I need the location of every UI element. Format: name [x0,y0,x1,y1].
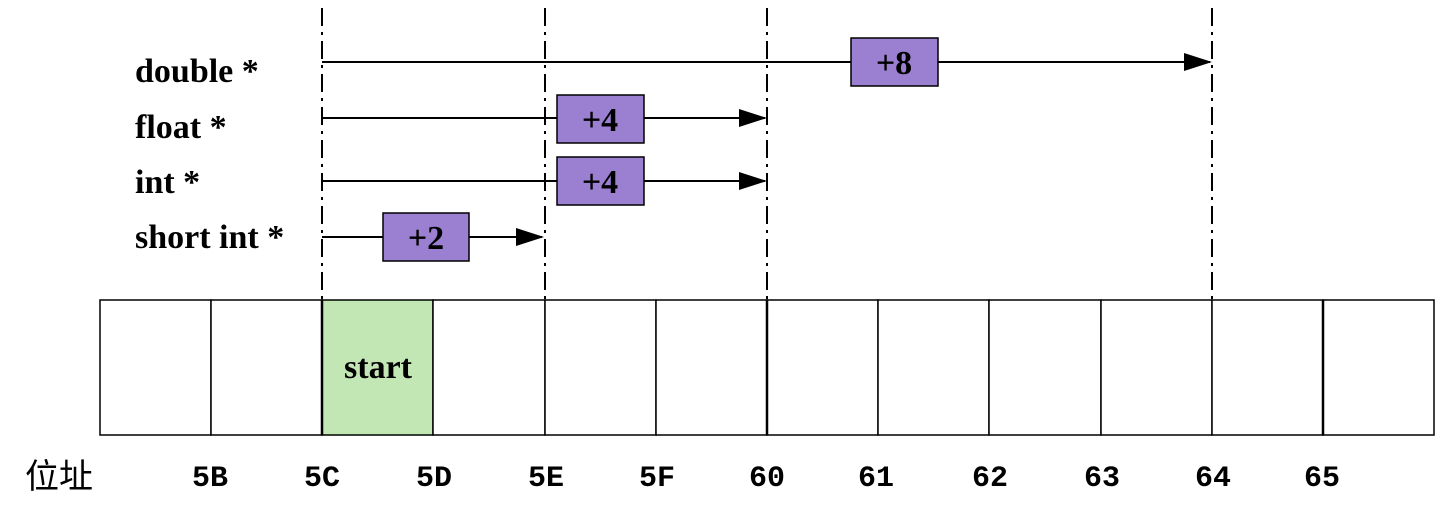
address-label-62: 62 [972,462,1008,496]
address-label-64: 64 [1195,462,1231,496]
type-label-int: int * [135,164,200,201]
address-label-5c: 5C [304,462,340,496]
memory-cell-before-5b [99,299,212,436]
offset-label-double: +8 [876,45,912,82]
address-label-61: 61 [858,462,894,496]
offset-label-int: +4 [582,164,618,201]
memory-cell-65 [1322,299,1435,436]
offset-box-int [556,156,645,206]
offset-box-short-int [382,212,470,262]
address-label-5b: 5B [192,462,228,496]
offset-box-float [556,94,645,144]
address-label-63: 63 [1084,462,1120,496]
memory-cell-5e [544,299,657,436]
type-label-float: float * [135,109,227,146]
pointer-row-short-int: short int * +2 [135,212,544,262]
type-label-short-int: short int * [135,219,284,256]
memory-cell-62 [988,299,1102,436]
address-axis: 位址 5B 5C 5D 5E 5F 60 61 62 63 64 65 [25,457,1340,497]
memory-cell-63 [1100,299,1213,436]
memory-cell-5d [432,299,546,436]
memory-cell-5b [210,299,323,436]
address-label-5e: 5E [528,462,564,496]
memory-cell-61 [877,299,990,436]
memory-cell-5f [655,299,768,436]
pointer-row-double: double * +8 [135,37,1212,90]
offset-label-short-int: +2 [408,220,444,257]
offset-label-float: +4 [582,102,618,139]
start-label: start [344,349,413,386]
memory-cell-60 [766,299,879,436]
guide-lines [321,8,1213,300]
address-axis-title: 位址 [25,457,93,497]
address-label-65: 65 [1304,462,1340,496]
offset-box-double [850,37,939,87]
address-label-5f: 5F [639,462,675,496]
address-label-5d: 5D [416,462,452,496]
type-label-double: double * [135,53,259,90]
memory-strip: start [99,299,1435,436]
address-label-60: 60 [749,462,785,496]
pointer-row-float: float * +4 [135,94,767,146]
pointer-row-int: int * +4 [135,156,767,206]
memory-cell-64 [1211,299,1324,436]
